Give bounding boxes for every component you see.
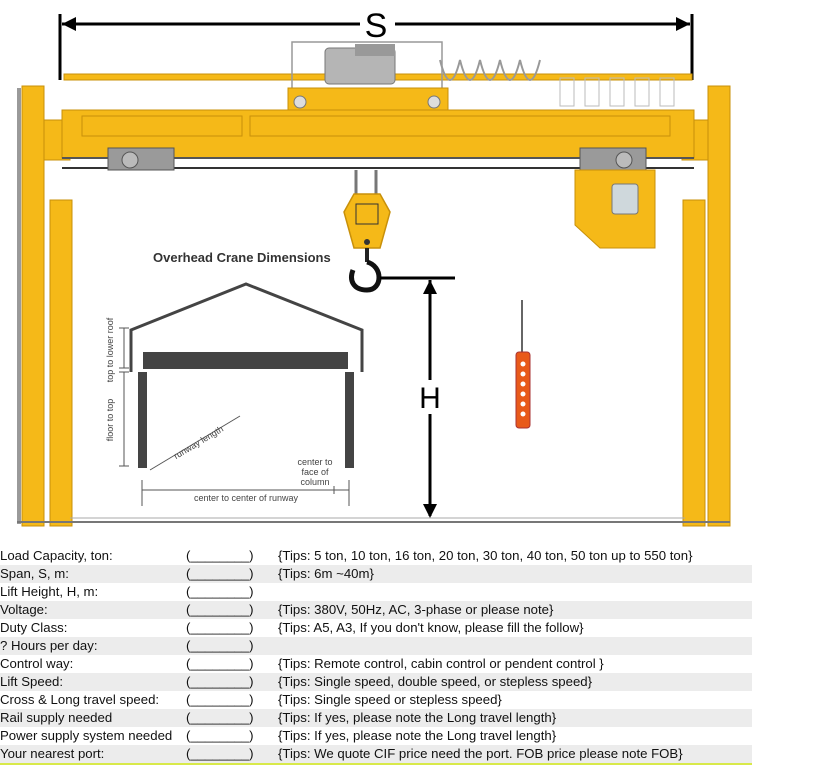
form-blank-field[interactable]: (________) [186, 673, 278, 691]
form-tip: {Tips: Single speed, double speed, or st… [278, 673, 752, 691]
form-blank-field[interactable]: (________) [186, 565, 278, 583]
form-label: Control way: [0, 656, 74, 671]
form-label: Voltage: [0, 601, 186, 619]
form-tip: {Tips: 5 ton, 10 ton, 16 ton, 20 ton, 30… [278, 548, 693, 563]
form-blank-field[interactable]: (________) [186, 745, 278, 765]
height-dimension [380, 276, 455, 518]
form-label: Lift Speed: [0, 673, 186, 691]
label-runway-length: runway length [172, 424, 225, 461]
quote-form: Load Capacity, ton:(________){Tips: 5 to… [0, 547, 752, 765]
form-tip: {Tips: 380V, 50Hz, AC, 3-phase or please… [278, 601, 752, 619]
form-row: Rail supply needed(________){Tips: If ye… [0, 709, 752, 727]
form-label: ? Hours per day: [0, 637, 186, 655]
span-dimension [58, 14, 694, 80]
form-tip: {Tips: We quote CIF price need the port.… [278, 745, 752, 765]
form-blank-field[interactable]: (________) [186, 692, 254, 707]
form-row: Your nearest port:(________){Tips: We qu… [0, 745, 752, 765]
form-tip: {Tips: Single speed or stepless speed} [278, 692, 502, 707]
label-center-to-center: center to center of runway [194, 493, 299, 503]
form-label: Rail supply needed [0, 709, 186, 727]
left-column [17, 85, 73, 527]
form-label: Load Capacity, ton: [0, 548, 113, 563]
form-row: Lift Speed:(________){Tips: Single speed… [0, 673, 752, 691]
form-tip [278, 637, 752, 655]
form-tip: {Tips: 6m ~40m} [278, 565, 752, 583]
label-center-to-face-3: column [300, 477, 329, 487]
label-floor-to-top: floor to top [105, 399, 115, 442]
height-letter: H [419, 382, 441, 415]
form-blank-field[interactable]: (________) [186, 728, 254, 743]
form-tip: {Tips: A5, A3, If you don't know, please… [278, 620, 584, 635]
form-label: Lift Height, H, m: [0, 584, 99, 599]
form-label: Power supply system needed [0, 728, 173, 743]
trolley [287, 41, 449, 111]
crane-diagram: S [17, 7, 731, 527]
label-top-to-lower-roof: top to lower roof [105, 317, 115, 382]
form-row: Lift Height, H, m: (________) [0, 583, 752, 601]
span-letter: S [365, 7, 388, 45]
label-center-to-face-2: face of [301, 467, 329, 477]
form-row: Voltage:(________){Tips: 380V, 50Hz, AC,… [0, 601, 752, 619]
form-tip: {Tips: If yes, please note the Long trav… [278, 709, 752, 727]
form-row: ? Hours per day:(________) [0, 637, 752, 655]
form-row: Span, S, m:(________){Tips: 6m ~40m} [0, 565, 752, 583]
form-tip [278, 583, 752, 601]
form-blank-field[interactable]: (________) [186, 709, 278, 727]
diagram-title: Overhead Crane Dimensions [153, 250, 331, 265]
form-row: Power supply system needed (________) {Tip… [0, 727, 752, 745]
form-label: Duty Class: [0, 620, 68, 635]
building-section [119, 282, 364, 506]
form-blank-field[interactable]: (________) [186, 584, 254, 599]
label-center-to-face-1: center to [297, 457, 332, 467]
form-label: Span, S, m: [0, 565, 186, 583]
form-label: Cross & Long travel speed: [0, 692, 160, 707]
form-tip: {Tips: If yes, please note the Long trav… [278, 728, 557, 743]
form-blank-field[interactable]: (________) [186, 601, 278, 619]
form-row: Load Capacity, ton: (________) {Tips: 5 to… [0, 547, 752, 565]
form-row: Control way: (________) {Tips: Remote cont… [0, 655, 752, 673]
form-label: Your nearest port: [0, 745, 186, 765]
cable-festoon [439, 59, 541, 81]
form-blank-field[interactable]: (________) [186, 548, 254, 563]
form-tip: {Tips: Remote control, cabin control or … [278, 656, 604, 671]
form-row: Duty Class: (________) {Tips: A5, A3, If y… [0, 619, 752, 637]
form-blank-field[interactable]: (________) [186, 656, 254, 671]
form-blank-field[interactable]: (________) [186, 637, 278, 655]
operator-cabin [574, 169, 656, 249]
form-blank-field[interactable]: (________) [186, 620, 254, 635]
hook-block [343, 170, 391, 293]
drive-motor-left [107, 147, 175, 171]
drive-motor-right [579, 147, 647, 171]
pendant-control [515, 300, 531, 429]
form-row: Cross & Long travel speed: (________) {Tip… [0, 691, 752, 709]
